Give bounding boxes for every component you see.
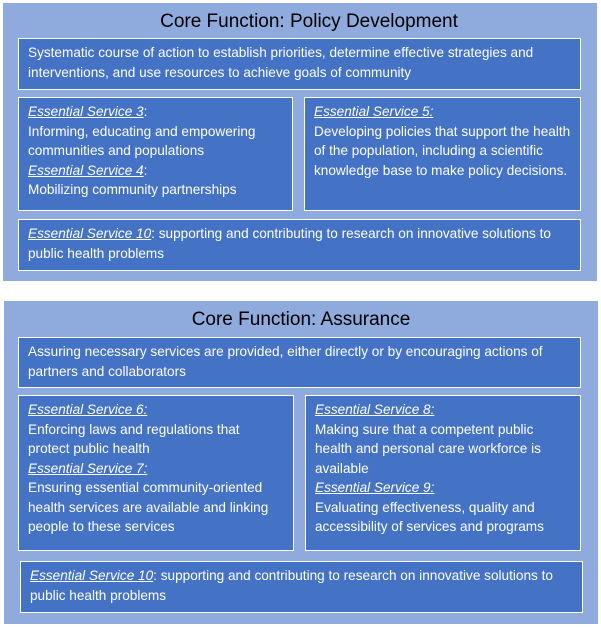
service-label: Essential Service 8: (315, 402, 435, 417)
service-text: Ensuring essential community-oriented he… (28, 480, 269, 534)
service-text: Evaluating effectiveness, quality and ac… (315, 499, 544, 535)
service-label: Essential Service 5 (314, 104, 430, 119)
policy-description-box: Systematic course of action to establish… (18, 38, 581, 90)
service-text: Developing policies that support the hea… (314, 123, 571, 178)
service-10-box: Essential Service 10: supporting and con… (18, 219, 581, 271)
panel-title: Core Function: Assurance (191, 309, 411, 330)
services-6-7-box: Essential Service 6: Enforcing laws and … (18, 395, 294, 551)
services-8-9-box: Essential Service 8: Making sure that a … (305, 395, 581, 551)
assurance-panel: Core Function: Assurance Assuring necess… (4, 301, 598, 624)
service-label: Essential Service 10 (30, 568, 154, 583)
description-text: Assuring necessary services are provided… (28, 344, 543, 379)
services-3-4-box: Essential Service 3: Informing, educatin… (18, 97, 293, 211)
assurance-description-box: Assuring necessary services are provided… (18, 337, 581, 388)
policy-development-panel: Core Function: Policy Development System… (3, 3, 597, 281)
service-label: Essential Service 3 (28, 104, 144, 119)
service-5-box: Essential Service 5: Developing policies… (304, 97, 581, 211)
service-label: Essential Service 4 (28, 162, 144, 178)
service-text: Making sure that a competent public heal… (315, 421, 541, 476)
service-text: Informing, educating and empowering comm… (28, 123, 256, 159)
service-10-box: Essential Service 10: supporting and con… (20, 561, 583, 613)
panel-title: Core Function: Policy Development (160, 11, 458, 32)
service-label: Essential Service 6: (28, 402, 148, 417)
service-text: Enforcing laws and regulations that prot… (28, 421, 240, 457)
service-text: Mobilizing community partnerships (28, 182, 237, 197)
service-label: Essential Service 10 (28, 226, 152, 241)
service-text: supporting and contributing to research … (28, 226, 551, 261)
description-text: Systematic course of action to establish… (28, 45, 534, 80)
service-text: supporting and contributing to research … (30, 568, 553, 603)
service-label: Essential Service 9: (315, 480, 435, 495)
service-label: Essential Service 7: (28, 460, 148, 476)
